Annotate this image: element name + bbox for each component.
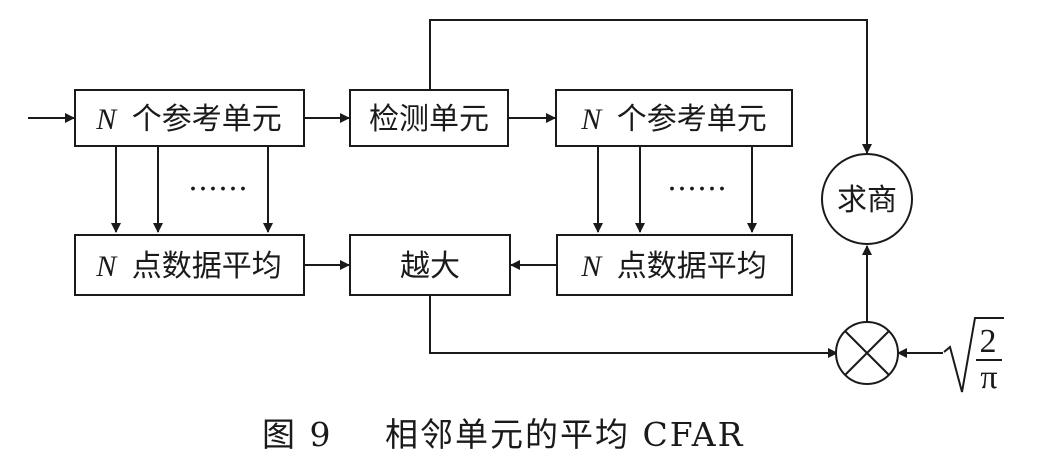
n-variable: N xyxy=(95,103,118,136)
avg-left-block: N 点数据平均 xyxy=(74,234,305,296)
avg-right-block: N 点数据平均 xyxy=(556,234,793,296)
greatest-of-block: 越大 xyxy=(349,234,511,296)
avg-right-label: 点数据平均 xyxy=(617,249,767,284)
n-variable: N xyxy=(95,250,118,283)
sqrt-constant: 2 π xyxy=(943,317,1004,396)
quotient-node: 求商 xyxy=(821,153,913,245)
max-to-multiplier-wire xyxy=(429,295,838,358)
connections xyxy=(28,19,943,358)
ref-cells-right-block: N 个参考单元 xyxy=(555,89,793,147)
svg-text:N 个参考单元: N 个参考单元 xyxy=(95,102,282,137)
n-variable: N xyxy=(580,103,603,136)
quotient-label: 求商 xyxy=(837,183,897,218)
ref-cells-right-label: 个参考单元 xyxy=(617,102,767,137)
avg-left-label: 点数据平均 xyxy=(132,249,282,284)
caption-title: 相邻单元的平均 CFAR xyxy=(385,415,744,454)
detect-cell-block: 检测单元 xyxy=(349,89,509,147)
n-variable: N xyxy=(580,250,603,283)
sqrt-numerator: 2 xyxy=(980,323,997,360)
detect-cell-label: 检测单元 xyxy=(369,102,489,137)
svg-text:N 个参考单元: N 个参考单元 xyxy=(580,102,767,137)
ellipsis-right: …… xyxy=(667,163,727,198)
figure-caption: 图 9 相邻单元的平均 CFAR xyxy=(262,415,744,454)
ellipsis-left: …… xyxy=(188,163,248,198)
sqrt-denominator: π xyxy=(980,359,997,396)
svg-text:N 点数据平均: N 点数据平均 xyxy=(580,249,767,284)
ref-cells-left-block: N 个参考单元 xyxy=(74,89,305,147)
ref-cells-left-label: 个参考单元 xyxy=(132,102,282,137)
svg-text:N 点数据平均: N 点数据平均 xyxy=(95,249,282,284)
caption-number: 图 9 xyxy=(262,415,333,454)
greatest-of-label: 越大 xyxy=(400,249,460,284)
multiplier-node xyxy=(835,321,899,385)
detect-to-quotient-wire xyxy=(429,19,872,154)
